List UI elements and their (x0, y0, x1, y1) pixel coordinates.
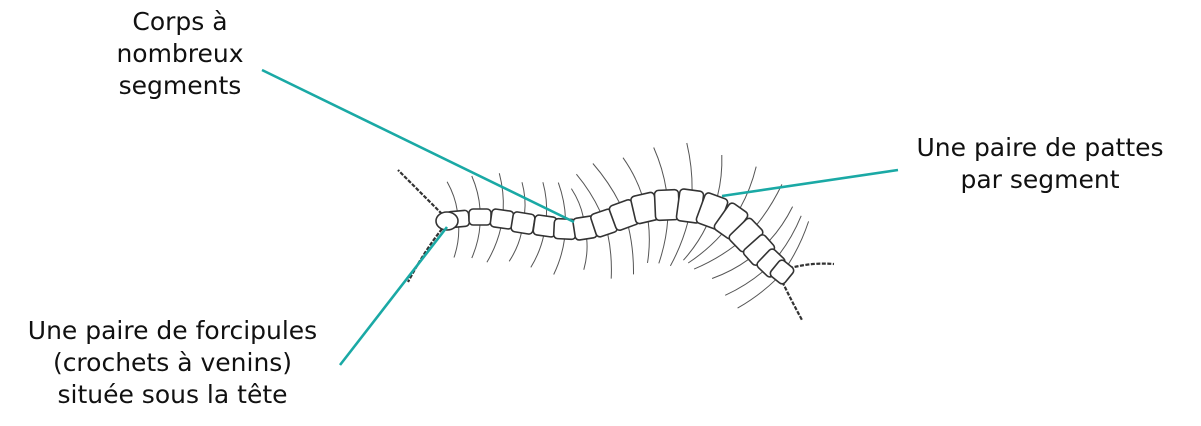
centipede-leg-top (659, 220, 668, 263)
centipede-leg-bottom (571, 189, 583, 218)
label-forcipules-line-1: Une paire de forcipules (0, 315, 345, 347)
label-legs: Une paire de pattes par segment (890, 132, 1190, 196)
centipede-leg-bottom (499, 173, 503, 210)
leader-line-legs (722, 170, 898, 196)
centipede-leg-top (738, 280, 776, 308)
centipede-leg-top (472, 225, 480, 258)
centipede-leg-bottom (472, 176, 480, 209)
centipede-leg-top (584, 239, 587, 270)
centipede-leg-bottom (769, 207, 792, 241)
centipede-antenna (398, 170, 442, 214)
label-body-line-2: nombreux (60, 38, 300, 70)
label-legs-line-1: Une paire de pattes (890, 132, 1190, 164)
leader-line-body (262, 70, 574, 222)
centipede-leg-bottom (654, 148, 667, 191)
centipede-leg-top (712, 259, 749, 278)
centipede-leg-bottom (788, 221, 808, 264)
label-body-line-1: Corps à (60, 6, 300, 38)
centipede-leg-top (629, 227, 634, 274)
centipede-body-segment (469, 209, 491, 225)
centipede-leg-top (725, 272, 763, 296)
centipede-leg-bottom (718, 155, 722, 196)
centipede-leg-top (554, 239, 565, 275)
centipede-body-segment (490, 209, 514, 230)
centipede-leg-bottom (543, 182, 547, 216)
centipede-leg-bottom (593, 164, 620, 203)
centipede-leg-top (694, 245, 735, 269)
centipede-leg-top (648, 222, 650, 263)
centipede-leg-top (608, 234, 612, 278)
label-legs-line-2: par segment (890, 164, 1190, 196)
label-body-segments: Corps à nombreux segments (60, 6, 300, 102)
label-forcipules: Une paire de forcipules (crochets à veni… (0, 315, 345, 411)
centipede-leg-top (454, 227, 459, 258)
centipede-leg-bottom (740, 167, 756, 208)
centipede-leg-top (509, 233, 521, 261)
centipede-leg-top (487, 228, 501, 262)
centipede-body-segment (511, 211, 536, 234)
centipede-leg-bottom (447, 182, 457, 211)
label-forcipules-line-2: (crochets à venins) (0, 347, 345, 379)
centipede-leg-top (683, 226, 706, 260)
centipede-leg-bottom (687, 143, 692, 190)
centipede-leg-bottom (623, 158, 642, 195)
label-forcipules-line-3: située sous la tête (0, 379, 345, 411)
centipede-leg-bottom (779, 216, 801, 255)
leader-line-forcipules (340, 227, 447, 365)
centipede-leg-top (670, 222, 688, 266)
centipede-leg-top (531, 236, 544, 268)
label-body-line-3: segments (60, 70, 300, 102)
